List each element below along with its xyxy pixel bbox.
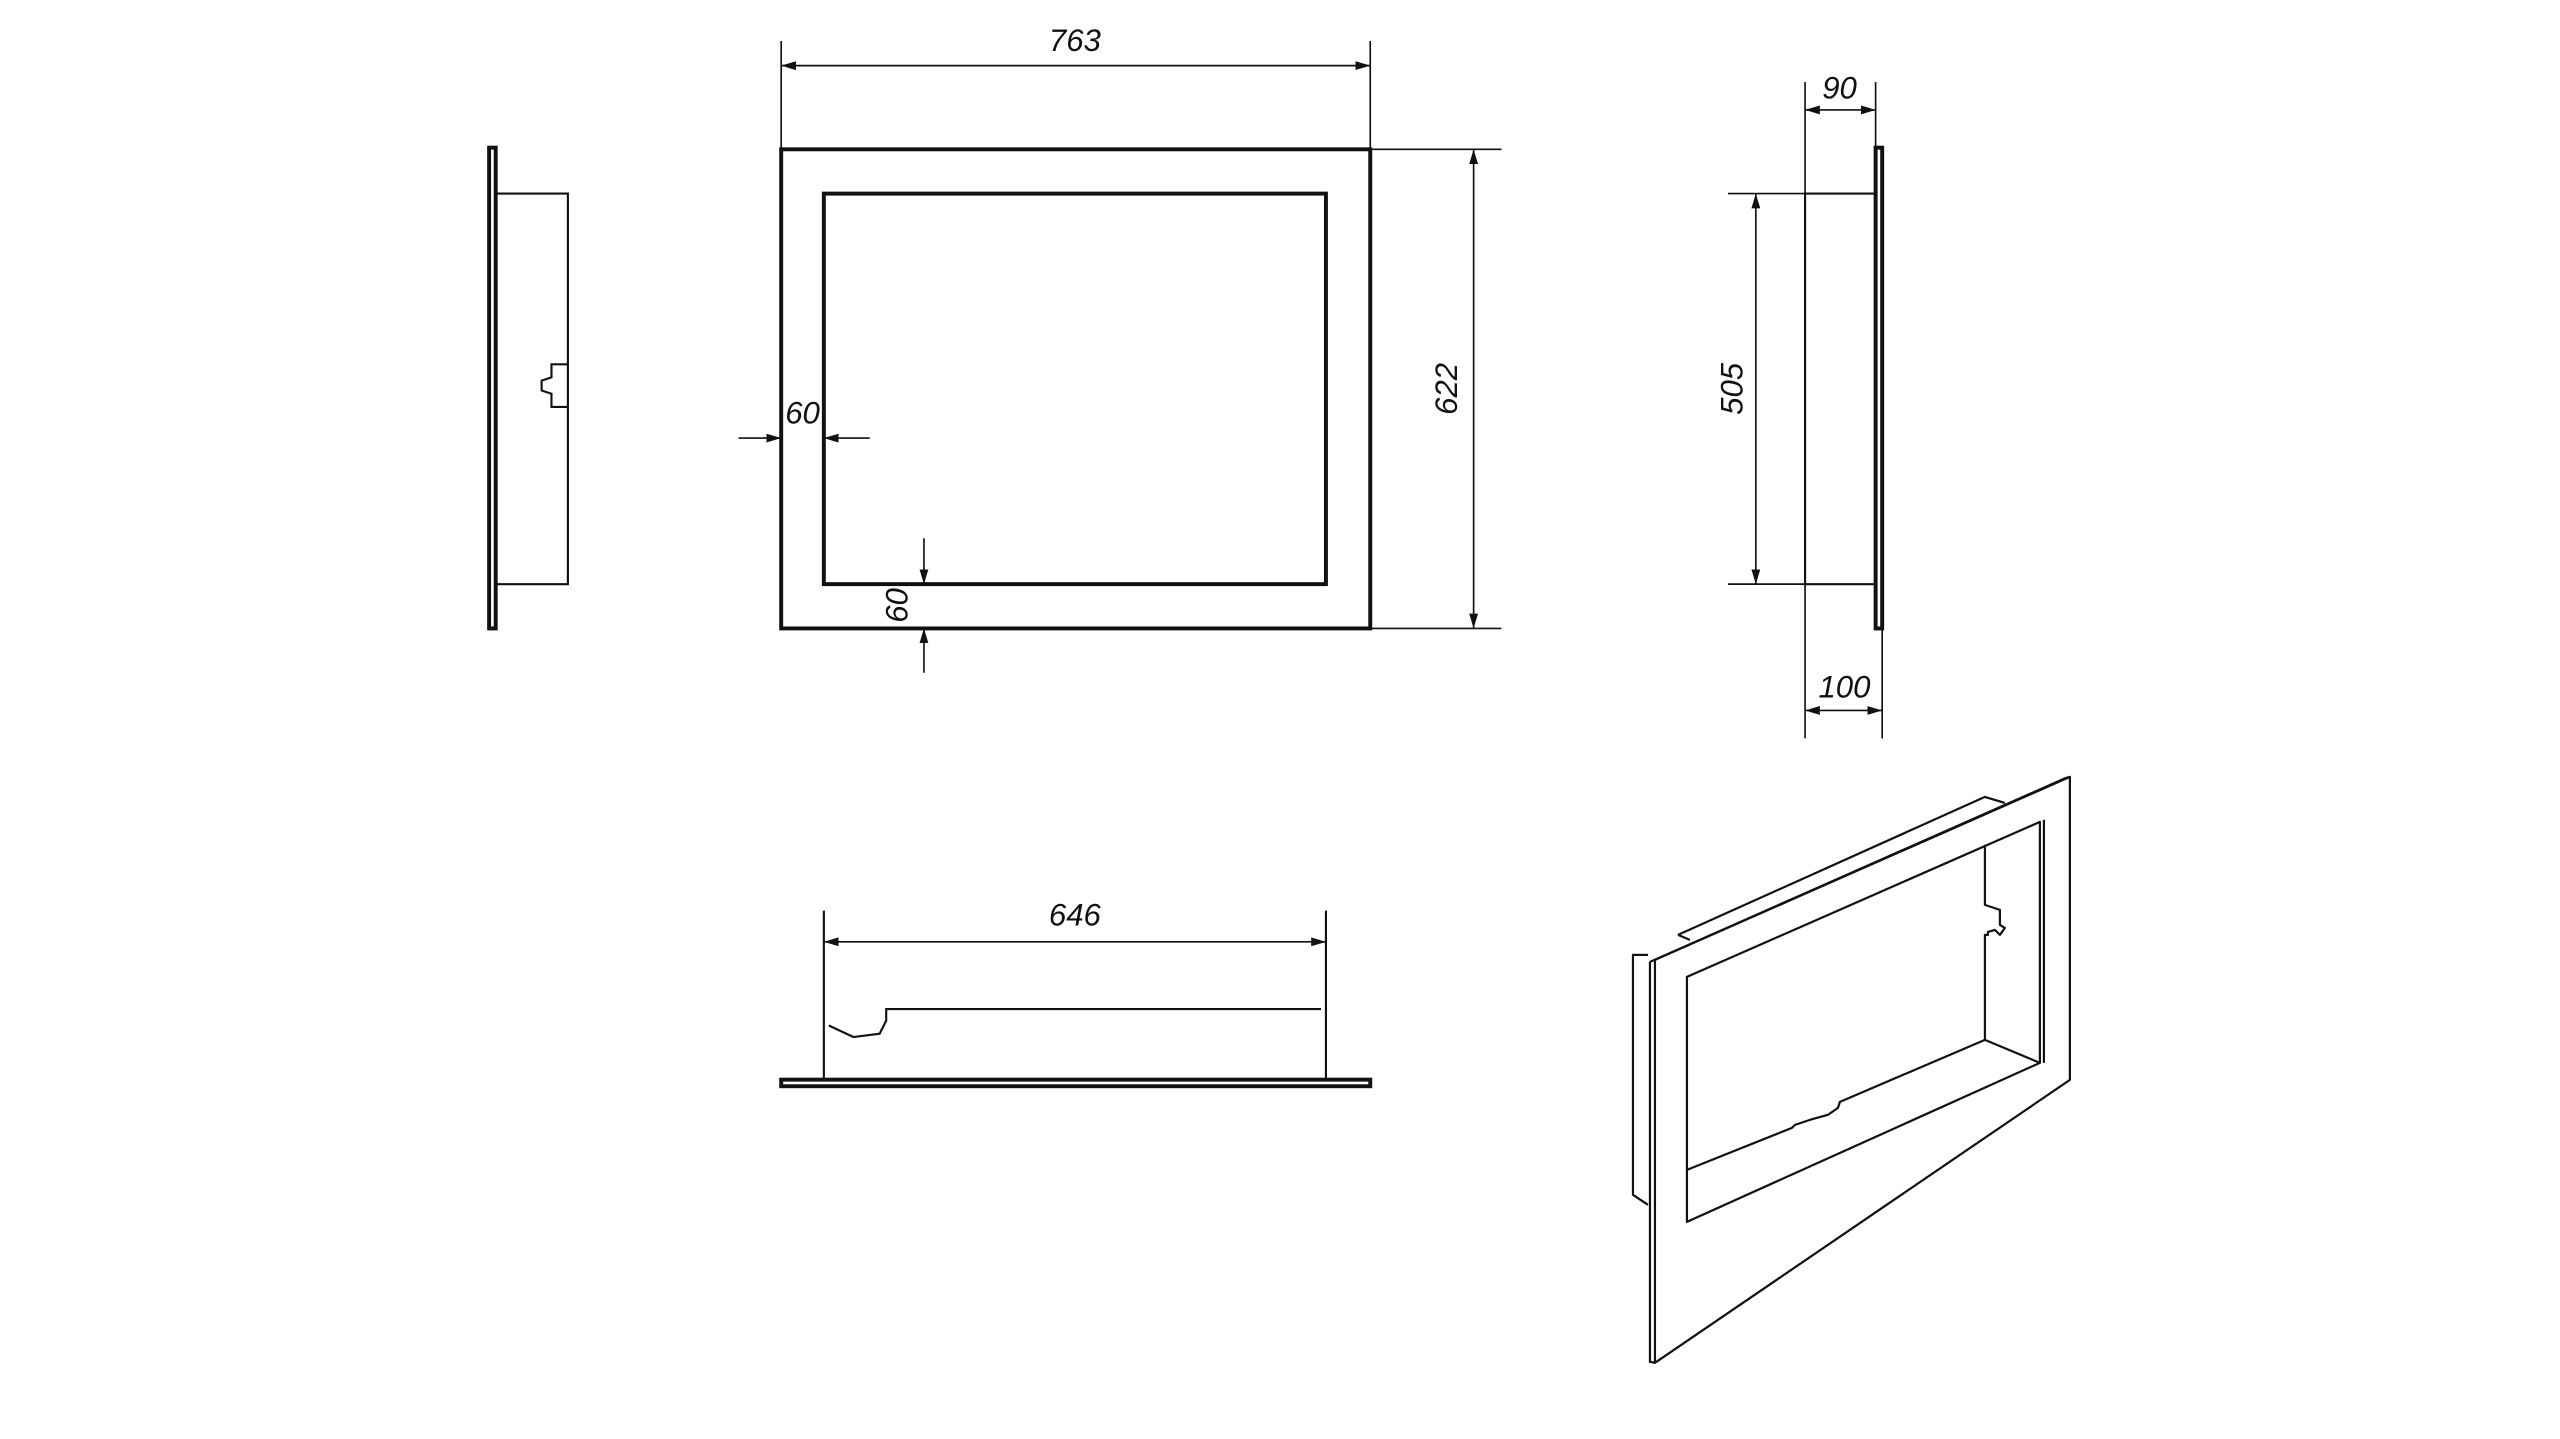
front-view: 763 622 60 60	[738, 23, 1502, 673]
dimension-inner-height-label: 505	[1715, 362, 1750, 415]
dimension-frame-bottom-label: 60	[880, 587, 915, 622]
dimension-frame-side-label: 60	[785, 395, 820, 430]
left-side-view	[487, 145, 569, 631]
dimension-depth-label: 90	[1822, 70, 1857, 105]
dimension-width-label: 763	[1049, 23, 1102, 58]
dimension-total-depth-label: 100	[1818, 669, 1871, 704]
dimension-height-label: 622	[1429, 363, 1464, 415]
isometric-view	[1631, 775, 2072, 1364]
right-side-view: 90 505 100	[1715, 70, 1885, 739]
dimension-inner-width-label: 646	[1049, 897, 1102, 932]
bottom-view: 646	[779, 897, 1373, 1089]
